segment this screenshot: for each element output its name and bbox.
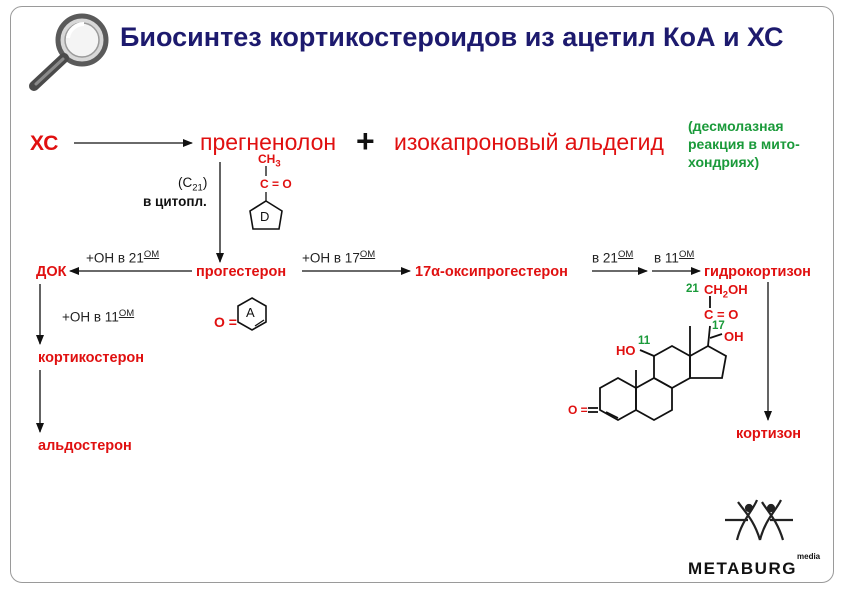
reaction-v21: в 21ОМ [592, 249, 634, 266]
pos21-label: 21 [686, 283, 699, 295]
compound-doc: ДОК [36, 264, 67, 280]
compound-pregnenolone: прегненолон [200, 129, 337, 155]
compound-xc: ХС [30, 132, 59, 155]
slide-frame [10, 6, 834, 583]
oh17-label: OH [724, 329, 744, 344]
metaburg-logo-icon [725, 499, 793, 541]
compound-isocaproic-aldehyde: изокапроновый альдегид [394, 129, 664, 155]
note-desmolase-1: (десмолазная [688, 118, 784, 134]
logo-brand: METABURG [688, 559, 797, 578]
pos11-label: 11 [638, 335, 651, 347]
logo-small-text: media [797, 552, 821, 561]
reaction-oh17: +OH в 17ОМ [302, 249, 376, 266]
reaction-v11: в 11ОМ [654, 249, 695, 266]
o-eq-label: O = [214, 314, 237, 330]
ring-d-label: D [260, 209, 270, 224]
reaction-oh11-corticosterone: +OH в 11ОМ [62, 308, 135, 325]
ch3-label: CH3 [258, 152, 281, 170]
ch2oh-label: CH2OH [704, 282, 748, 301]
magnifier-icon [29, 13, 109, 91]
reaction-oh21-doc: +OH в 21ОМ [86, 249, 160, 266]
ring-d-icon [249, 200, 283, 230]
steroid-skeleton-icon [588, 296, 728, 422]
compound-17a-oxyprogesterone: 17α-оксипрогестерон [415, 264, 568, 280]
compound-aldosterone: альдостерон [38, 438, 132, 454]
c-eq-o-label: C = O [260, 177, 292, 191]
c-eq-o-hydrocortisone: C = O [704, 307, 739, 322]
plus-sign: + [356, 123, 375, 159]
ring-a-label: A [246, 305, 255, 320]
o-eq-steroid-label: O = [568, 403, 588, 417]
c21-note: (C21) [178, 175, 208, 194]
note-desmolase-3: хондриях) [688, 154, 760, 170]
ring-a-icon [237, 297, 267, 331]
compound-corticosterone: кортикостерон [38, 350, 145, 366]
note-desmolase-2: реакция в мито- [688, 136, 800, 152]
compound-cortisone: кортизон [736, 426, 802, 442]
compound-hydrocortisone: гидрокортизон [704, 264, 811, 280]
ho11-label: HO [616, 343, 636, 358]
pos17-label: 17 [712, 320, 725, 332]
cytoplasm-note: в цитопл. [143, 194, 207, 209]
compound-progesterone: прогестерон [196, 264, 287, 280]
page-title: Биосинтез кортикостероидов из ацетил КоА… [120, 22, 784, 52]
